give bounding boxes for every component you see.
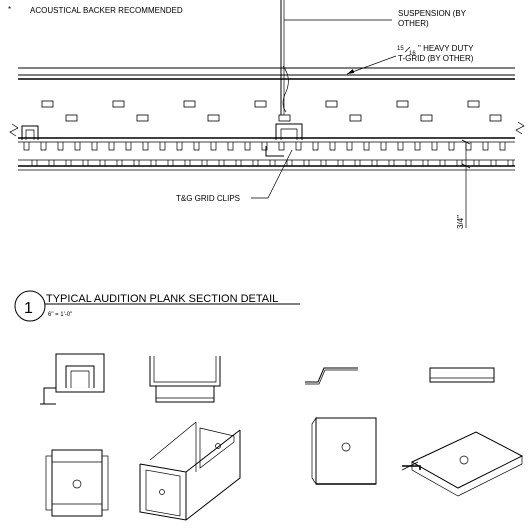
plank-groove	[337, 160, 344, 166]
tgrid-label-line2: T-GRID (BY OTHER)	[398, 54, 474, 63]
plank-kerf	[499, 142, 506, 151]
plank-groove	[303, 160, 310, 166]
plank-groove	[150, 160, 157, 166]
audition-plank	[18, 137, 515, 171]
clip-front-view	[40, 353, 105, 405]
tgrid-fraction-denominator: 16	[409, 51, 416, 57]
plank-kerf	[176, 142, 183, 151]
suspension-label-line2: OTHER)	[398, 19, 429, 28]
dimension-line	[461, 139, 471, 228]
plank-kerf	[108, 142, 115, 151]
acoustical-backer-note: ACOUSTICAL BACKER RECOMMENDED	[30, 6, 183, 15]
plank-groove	[31, 160, 38, 166]
plate-isometric-view	[401, 431, 524, 497]
plank-groove	[133, 160, 140, 166]
suspension-label-line1: SUSPENSION (BY	[398, 9, 467, 18]
plank-groove	[439, 160, 446, 166]
tgrid-label-line1: " HEAVY DUTY	[418, 44, 474, 53]
plank-groove	[354, 160, 361, 166]
plank-groove	[167, 160, 174, 166]
plank-kerf	[227, 142, 234, 151]
plank-kerf	[244, 142, 251, 151]
plank-groove	[405, 160, 412, 166]
break-mark-left	[9, 123, 19, 137]
plank-kerf	[193, 142, 200, 151]
plank-kerf	[295, 142, 302, 151]
plank-groove	[99, 160, 106, 166]
plank-kerf	[414, 142, 421, 151]
tgrid-fraction-slash	[404, 46, 411, 53]
hanger-slots	[41, 100, 502, 122]
plank-groove	[507, 160, 514, 166]
note-bullet: *	[8, 5, 11, 14]
plank-groove	[490, 160, 497, 166]
tgrid-fraction-numerator: 15	[397, 46, 404, 52]
break-mark-right	[515, 121, 525, 135]
plank-kerf	[363, 142, 370, 151]
plank-kerf	[210, 142, 217, 151]
plank-kerf	[142, 142, 149, 151]
center-grid-clip	[265, 123, 303, 157]
plank-kerf	[312, 142, 319, 151]
plank-groove	[371, 160, 378, 166]
plank-kerf	[482, 142, 489, 151]
plank-groove	[82, 160, 89, 166]
plank-groove	[48, 160, 55, 166]
dimension-label: 3/4"	[456, 215, 465, 229]
suspension-rod	[280, 0, 289, 118]
detail-title: TYPICAL AUDITION PLANK SECTION DETAIL	[46, 293, 278, 305]
plank-kerf	[125, 142, 132, 151]
plank-groove	[286, 160, 293, 166]
plank-kerf	[57, 142, 64, 151]
clip-plan-view	[45, 449, 109, 517]
plank-groove	[116, 160, 123, 166]
plank-kerf	[23, 142, 30, 151]
bar-profile	[429, 367, 495, 383]
plank-groove	[456, 160, 463, 166]
clip-leader	[251, 149, 293, 199]
plank-kerf	[346, 142, 353, 151]
plank-groove	[473, 160, 480, 166]
tg-grid-clips-label: T&G GRID CLIPS	[176, 194, 240, 203]
plank-groove	[320, 160, 327, 166]
tgrid-leader	[346, 55, 397, 75]
tgrid-rail	[18, 67, 515, 80]
plank-groove	[201, 160, 208, 166]
plate-plan-view	[311, 416, 377, 486]
plank-groove	[218, 160, 225, 166]
plank-kerf	[40, 142, 47, 151]
plank-groove	[184, 160, 191, 166]
plank-groove	[388, 160, 395, 166]
plank-groove	[422, 160, 429, 166]
detail-number: 1	[24, 300, 33, 317]
plank-kerf	[329, 142, 336, 151]
plank-kerf	[74, 142, 81, 151]
plank-kerf	[159, 142, 166, 151]
plank-kerf	[397, 142, 404, 151]
plank-kerf	[380, 142, 387, 151]
left-grid-clip	[21, 125, 39, 140]
detail-number-circle	[14, 290, 46, 322]
plank-groove	[65, 160, 72, 166]
plank-kerf	[91, 142, 98, 151]
channel-end-view	[149, 356, 221, 403]
plank-kerf	[261, 142, 268, 151]
plank-groove	[235, 160, 242, 166]
plank-groove	[269, 160, 276, 166]
plank-kerf	[278, 142, 285, 151]
plank-kerf	[431, 142, 438, 151]
channel-isometric-view	[139, 421, 241, 521]
detail-scale: 6" = 1'-0"	[48, 312, 72, 318]
z-clip-profile	[305, 367, 358, 385]
plank-groove	[252, 160, 259, 166]
plank-kerf-pattern	[23, 142, 514, 166]
plank-kerf	[448, 142, 455, 151]
